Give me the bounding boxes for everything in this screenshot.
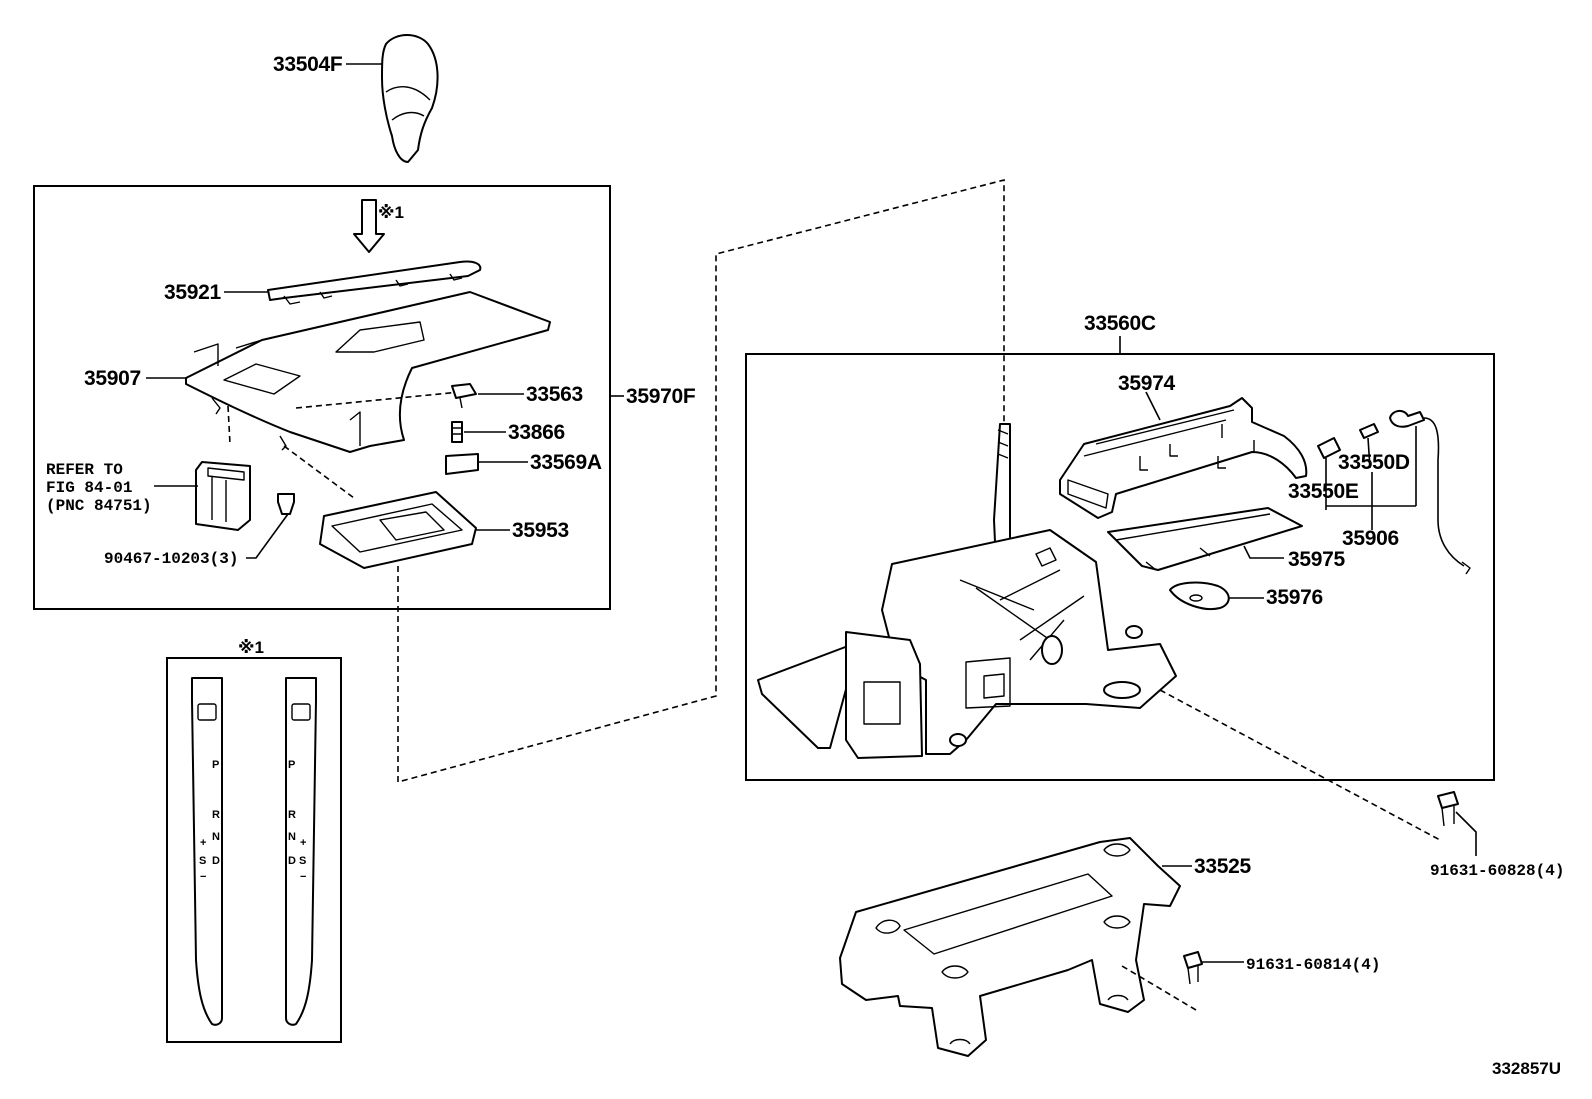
strip-right-d: D [288, 855, 296, 867]
callout-33550D: 33550D [1338, 451, 1410, 474]
indicator-strip-left: P R N D + S − [191, 677, 223, 1026]
strip-right-r: R [288, 809, 296, 821]
callout-33563: 33563 [526, 383, 583, 406]
strip-right-n: N [288, 831, 296, 843]
indicator-strip-right: P R N D + S − [285, 677, 317, 1026]
shift-knob: 33504F [273, 34, 439, 163]
cover-plate: 35921 [164, 260, 482, 305]
drawing-number: 332857U [1492, 1059, 1561, 1078]
frame-indicator-detail [166, 657, 342, 1043]
switch-note-line1: REFER TO [46, 461, 123, 479]
callout-35974: 35974 [1118, 372, 1176, 395]
switch-note-line2: FIG 84-01 [46, 479, 132, 497]
bolt-60814: 91631-60814(4) [1121, 951, 1380, 1011]
callout-91631-60814: 91631-60814(4) [1246, 956, 1380, 974]
callout-35970F: 35970F [626, 385, 696, 408]
bulbs-and-wire: 33550D 33550E 35906 [1288, 410, 1471, 575]
housing-35953: 35953 [319, 491, 569, 569]
strip-left-n: N [212, 831, 220, 843]
lever-position-plate-35974: 35974 [1059, 372, 1308, 519]
strip-left-r: R [212, 809, 220, 821]
callout-33560C: 33560C [1084, 312, 1156, 335]
frame-console-group [33, 185, 611, 610]
strip-right-p: P [288, 759, 295, 771]
callout-33569A: 33569A [530, 451, 602, 474]
callout-35907: 35907 [84, 367, 141, 390]
arrow-note-mark: ※1 [378, 203, 404, 222]
callout-35975: 35975 [1288, 548, 1346, 571]
shift-lever-base [757, 423, 1177, 759]
strip-left-d: D [212, 855, 220, 867]
detail-note-mark: ※1 [238, 638, 264, 657]
strip-right-plus: + [300, 837, 306, 849]
slider-35975: 35975 [1107, 507, 1346, 571]
callout-90467-10203: 90467-10203(3) [104, 550, 238, 568]
strip-right-s: S [299, 855, 306, 867]
clip: 90467-10203(3) [104, 493, 295, 568]
callout-33866: 33866 [508, 421, 565, 444]
callout-33550E: 33550E [1288, 480, 1359, 503]
callout-35953: 35953 [512, 519, 569, 542]
spring-33866: 33866 [451, 421, 565, 444]
bolt-60828: 91631-60828(4) [1159, 689, 1564, 880]
callout-91631-60828: 91631-60828(4) [1430, 862, 1564, 880]
switch-note-line3: (PNC 84751) [46, 497, 152, 515]
washer-35976: 35976 [1169, 581, 1323, 610]
console-panel: 35907 [84, 291, 551, 499]
strip-left-p: P [212, 759, 219, 771]
strip-left-plus: + [200, 837, 206, 849]
callout-33525: 33525 [1194, 855, 1252, 878]
callout-35921: 35921 [164, 281, 222, 304]
bracket-33525: 33525 [839, 837, 1252, 1057]
holder-33563: 33563 [451, 383, 583, 409]
view-arrow: ※1 [353, 199, 404, 253]
strip-right-minus: − [300, 871, 306, 883]
switch-assembly: REFER TO FIG 84-01 (PNC 84751) [46, 461, 251, 531]
callout-35976: 35976 [1266, 586, 1323, 609]
callout-35906: 35906 [1342, 527, 1399, 550]
assembly-leader-dashes [397, 178, 1005, 784]
strip-left-minus: − [200, 871, 206, 883]
stopper-33569A: 33569A [445, 451, 602, 475]
callout-33504F: 33504F [273, 53, 343, 76]
strip-left-s: S [199, 855, 206, 867]
